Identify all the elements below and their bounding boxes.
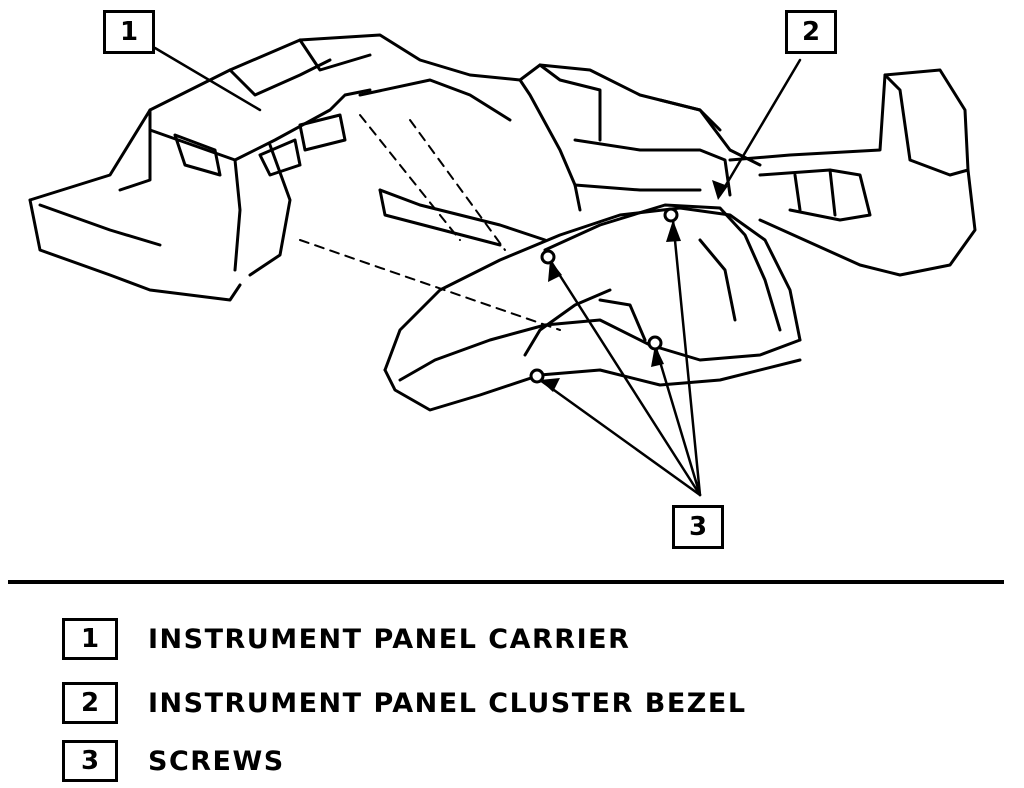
cluster-bezel-drawing: [383, 203, 802, 412]
screw-heads: [529, 207, 679, 384]
legend-number-box: 1: [62, 618, 118, 660]
callout-3: 3: [672, 505, 724, 549]
legend-label: INSTRUMENT PANEL CARRIER: [148, 623, 631, 655]
instrument-panel-carrier-drawing: [28, 33, 977, 302]
legend-item-2: 2 INSTRUMENT PANEL CLUSTER BEZEL: [62, 680, 747, 726]
legend-item-1: 1 INSTRUMENT PANEL CARRIER: [62, 616, 630, 662]
legend-number-box: 2: [62, 682, 118, 724]
legend-item-3: 3 SCREWS: [62, 738, 285, 784]
leader-lines: [153, 46, 802, 497]
arrowheads: [540, 180, 728, 392]
legend-number-box: 3: [62, 740, 118, 782]
legend-divider: [8, 580, 1004, 584]
legend-label: INSTRUMENT PANEL CLUSTER BEZEL: [148, 687, 747, 719]
callout-2: 2: [785, 10, 837, 54]
legend-label: SCREWS: [148, 745, 285, 777]
alignment-lines: [299, 114, 561, 331]
exploded-view-illustration: [28, 33, 977, 497]
callout-1: 1: [103, 10, 155, 54]
